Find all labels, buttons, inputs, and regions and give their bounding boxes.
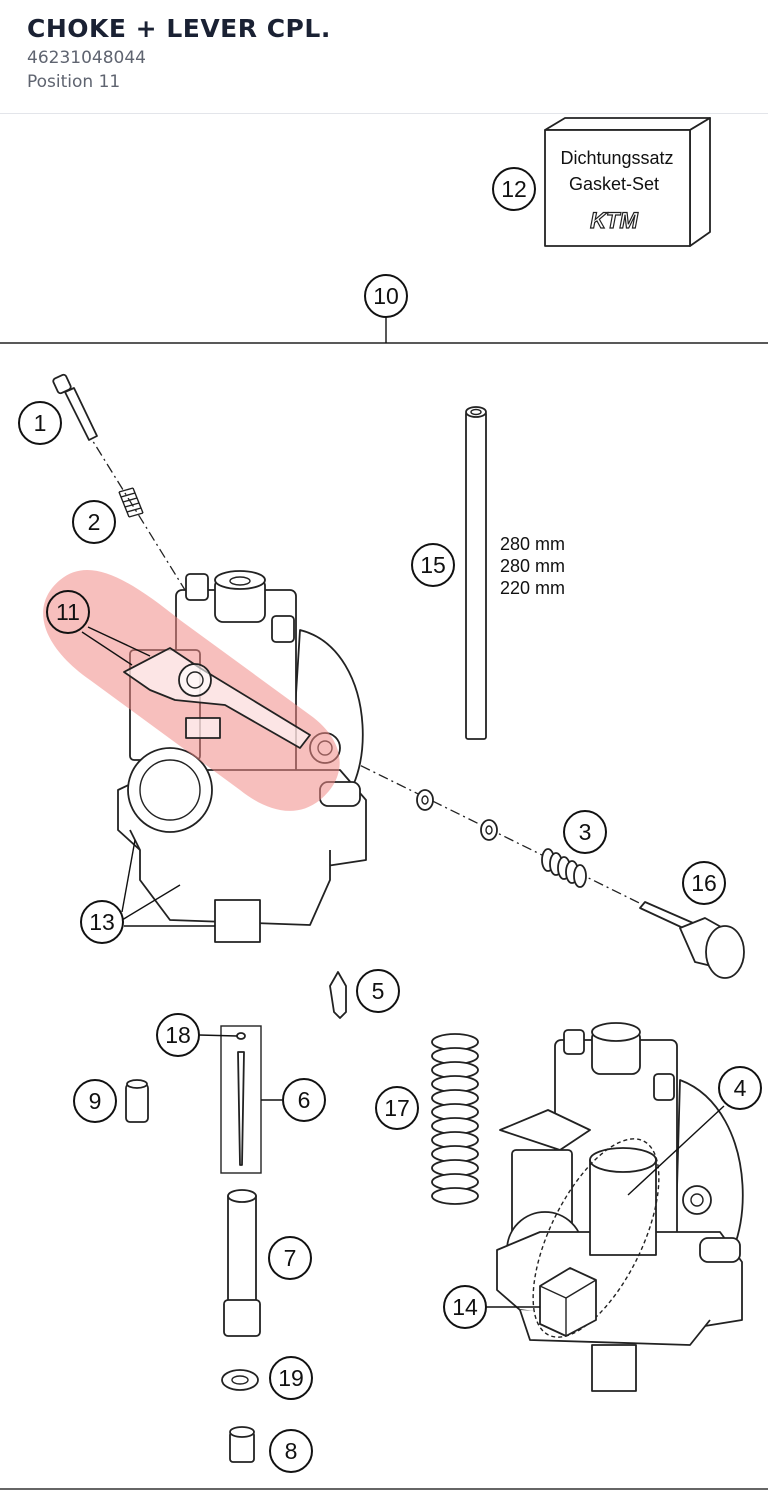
svg-text:7: 7 [284,1245,297,1271]
svg-text:14: 14 [452,1294,478,1320]
callout-15[interactable]: 15 [411,543,455,587]
svg-text:8: 8 [285,1438,298,1464]
leader-4 [627,1105,725,1196]
svg-text:10: 10 [373,283,399,309]
part-throttle-slide[interactable] [589,1147,657,1256]
callout-19[interactable]: 19 [269,1356,313,1400]
callout-2[interactable]: 2 [72,500,116,544]
part-number: 46231048044 [27,48,146,68]
callout-13[interactable]: 13 [80,900,124,944]
callout-16[interactable]: 16 [682,861,726,905]
leader-11b [81,631,133,666]
tube-length-1: 280 mm [500,534,565,554]
tube-length-2: 280 mm [500,556,565,576]
svg-text:15: 15 [420,552,446,578]
slide-dotted-outline [532,1138,660,1338]
part-choke-plunger[interactable] [639,901,745,979]
svg-text:1: 1 [34,410,47,436]
callout-10[interactable]: 10 [364,274,408,318]
svg-text:11: 11 [56,599,80,625]
svg-text:19: 19 [278,1365,304,1391]
part-o-ring-washer[interactable] [221,1369,259,1391]
part-screw[interactable] [52,373,98,441]
position-label: Position 11 [27,72,121,92]
callout-8[interactable]: 8 [269,1429,313,1473]
callout-9[interactable]: 9 [73,1079,117,1123]
svg-text:2: 2 [88,509,101,535]
callout-11[interactable]: 11 [46,590,90,634]
callout-1[interactable]: 1 [18,401,62,445]
part-float-needle[interactable] [329,971,347,1019]
part-tube[interactable] [465,406,487,740]
callout-7[interactable]: 7 [268,1236,312,1280]
page-header: CHOKE + LEVER CPL. 46231048044 Position … [0,0,768,114]
part-needle-jet[interactable] [223,1189,261,1337]
axis-choke [324,747,691,929]
part-choke-lever[interactable] [123,647,311,749]
callout-17[interactable]: 17 [375,1086,419,1130]
part-washer-b[interactable] [480,819,498,841]
part-small-spring[interactable] [118,487,144,518]
svg-text:16: 16 [691,870,717,896]
leader-18 [198,1034,238,1037]
callout-12[interactable]: 12 [492,167,536,211]
page-title: CHOKE + LEVER CPL. [27,14,331,43]
part-main-jet[interactable] [125,1079,149,1123]
svg-text:5: 5 [372,978,385,1004]
callout-4[interactable]: 4 [718,1066,762,1110]
gasket-label-de: Dichtungssatz [560,148,673,168]
svg-text:4: 4 [734,1075,747,1101]
leader-11a [87,626,151,657]
svg-text:17: 17 [384,1095,410,1121]
part-throttle-spring[interactable] [431,1033,479,1205]
leader-13a [121,839,136,913]
part-jet-needle[interactable] [220,1025,262,1174]
callout-14[interactable]: 14 [443,1285,487,1329]
callout-18[interactable]: 18 [156,1013,200,1057]
part-pilot-jet[interactable] [229,1426,255,1463]
leader-13b [121,884,181,921]
part-washer-a[interactable] [416,789,434,811]
part-float[interactable] [539,1267,597,1337]
svg-text:18: 18 [165,1022,191,1048]
gasket-label-en: Gasket-Set [569,174,659,194]
callout-6[interactable]: 6 [282,1078,326,1122]
gasket-set-box[interactable]: Dichtungssatz Gasket-Set KTM [544,117,711,247]
tube-length-3: 220 mm [500,578,565,598]
callout-3[interactable]: 3 [563,810,607,854]
callout-5[interactable]: 5 [356,969,400,1013]
svg-text:13: 13 [89,909,115,935]
svg-text:6: 6 [298,1087,311,1113]
ktm-logo: KTM [590,208,638,233]
svg-text:9: 9 [89,1088,102,1114]
exploded-parts-diagram: Dichtungssatz Gasket-Set KTM 280 mm 280 … [0,117,768,1490]
part-choke-spring[interactable] [541,848,587,888]
svg-text:3: 3 [579,819,592,845]
svg-text:12: 12 [501,176,527,202]
